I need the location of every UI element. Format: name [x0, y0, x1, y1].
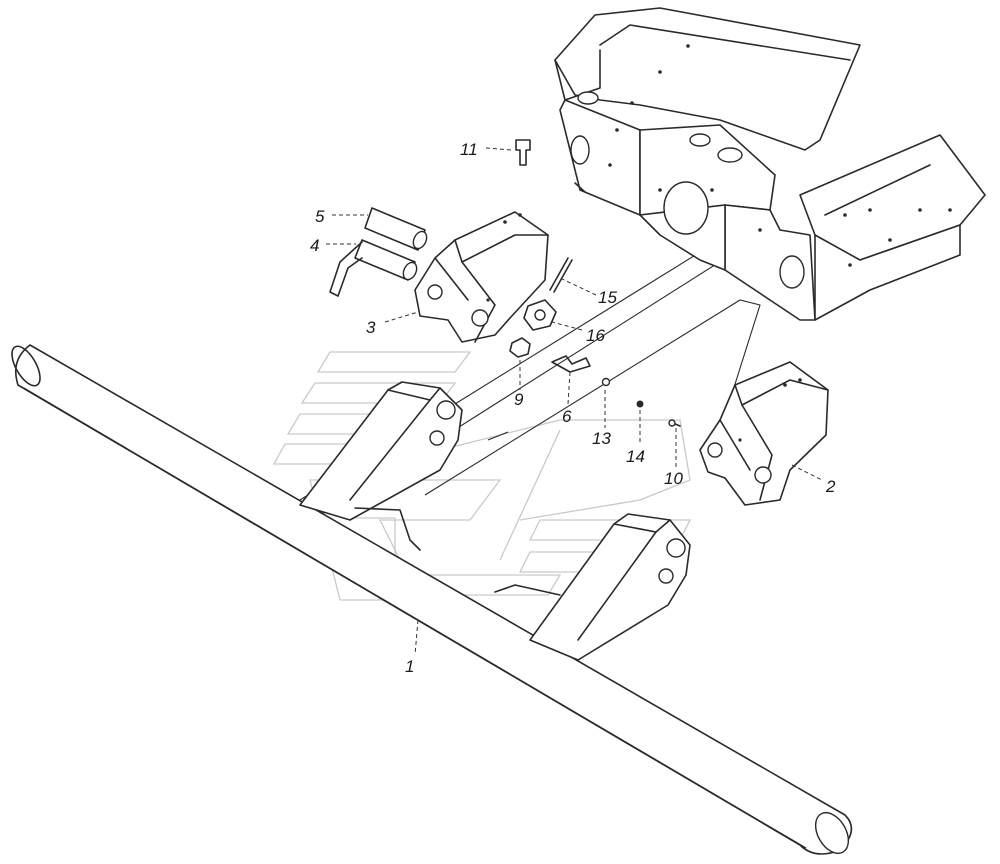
callout-labels: 1 2 3 4 5 6 9 10 11 13 14 15 16 [310, 140, 836, 676]
callout-14: 14 [626, 447, 645, 466]
callout-16: 16 [586, 326, 605, 345]
callout-10: 10 [664, 469, 683, 488]
callout-13: 13 [592, 429, 611, 448]
part-14-nut [636, 400, 644, 408]
callout-3: 3 [366, 318, 376, 337]
part-1-tube-beam [11, 344, 853, 855]
part-3-support-bracket [414, 211, 549, 343]
callout-11: 11 [460, 140, 478, 159]
callout-1: 1 [405, 657, 414, 676]
callout-5: 5 [315, 207, 325, 226]
callout-6: 6 [562, 407, 572, 426]
leader-lines [326, 147, 823, 656]
part-2-support-bracket [699, 361, 829, 506]
callout-2: 2 [825, 477, 836, 496]
part-13-washer [601, 377, 611, 387]
callout-15: 15 [598, 288, 617, 307]
chassis-frame [554, 7, 986, 321]
part-15-cotter-pin [549, 257, 573, 293]
part-11-bolt [515, 139, 531, 166]
part-4-pin-with-handle [329, 239, 418, 297]
part-10-bolt [668, 419, 681, 427]
part-9-nut [509, 337, 531, 358]
part-16-castle-nut [523, 299, 557, 331]
callout-9: 9 [514, 390, 524, 409]
callout-4: 4 [310, 236, 319, 255]
part-5-pin [364, 207, 428, 251]
